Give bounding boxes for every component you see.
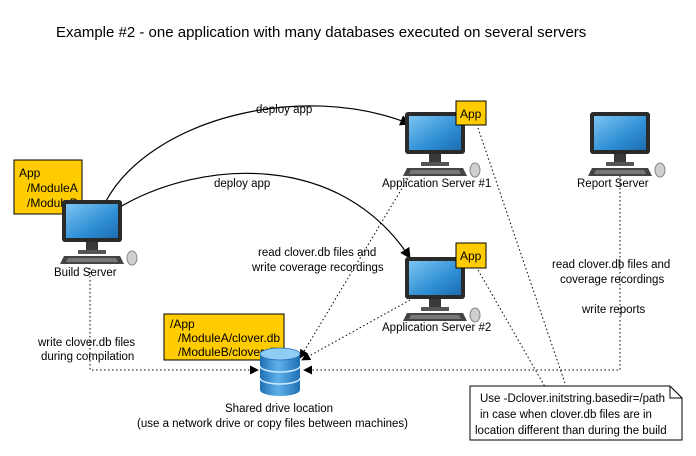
report-write-label: write reports: [581, 304, 646, 316]
read-write-label-1: read clover.db files and: [258, 247, 376, 259]
app-server-1-app-label: App: [460, 107, 482, 121]
build-server: App /ModuleA /ModuleB Build Server: [13, 159, 138, 279]
deploy-label-2: deploy app: [214, 178, 270, 190]
basedir-note: Use -Dclover.initstring.basedir=/path in…: [469, 385, 683, 441]
database-cylinder-icon: [259, 347, 301, 396]
diagram-title: Example #2 - one application with many d…: [56, 24, 586, 41]
write-db-label-2: during compilation: [41, 351, 134, 363]
note-line-3: location different than during the build: [475, 425, 667, 437]
app-server-1: App Application Server #1: [382, 100, 491, 190]
build-server-label: Build Server: [54, 267, 117, 279]
report-server: Report Server: [577, 111, 666, 190]
app-server-2-app-box: [455, 242, 487, 269]
shared-drive: /App /ModuleA/clover.db /ModuleB/clover.…: [137, 313, 408, 430]
report-db-arrow: [303, 168, 621, 375]
read-write-label-2: write coverage recordings: [251, 262, 384, 274]
deploy-label-1: deploy app: [256, 104, 312, 116]
app-server-1-app-box: [455, 100, 487, 126]
app-server-2: App Application Server #2: [382, 242, 491, 334]
shared-app-line-2: /ModuleA/clover.db: [178, 331, 280, 345]
note-leader-2: [477, 269, 549, 393]
app-server-1-label: Application Server #1: [382, 178, 491, 190]
app-server-2-label: Application Server #2: [382, 322, 491, 334]
note-line-2: in case when clover.db files are in: [480, 409, 652, 421]
app-server-2-app-label: App: [460, 249, 482, 263]
report-server-label: Report Server: [577, 178, 649, 190]
computer-monitor-icon: [59, 199, 138, 266]
report-read-label-2: coverage recordings: [560, 274, 664, 286]
shared-app-line-3: /ModuleB/clover.db: [178, 345, 280, 359]
deploy-arrow-1: [105, 105, 412, 202]
write-db-label-1: write clover.db files: [37, 337, 135, 349]
shared-drive-label-2: (use a network drive or copy files betwe…: [137, 418, 408, 430]
build-app-line-1: App: [19, 166, 41, 180]
deploy-arrow-2: [119, 172, 411, 259]
build-app-line-2: /ModuleA: [27, 181, 78, 195]
shared-drive-label-1: Shared drive location: [225, 403, 333, 415]
computer-monitor-icon: [587, 111, 666, 178]
app-server-2-db-arrow: [301, 299, 411, 361]
report-read-label-1: read clover.db files and: [552, 259, 670, 271]
note-leader-1: [477, 127, 569, 393]
note-line-1: Use -Dclover.initstring.basedir=/path: [480, 393, 665, 405]
shared-app-line-1: /App: [170, 317, 195, 331]
